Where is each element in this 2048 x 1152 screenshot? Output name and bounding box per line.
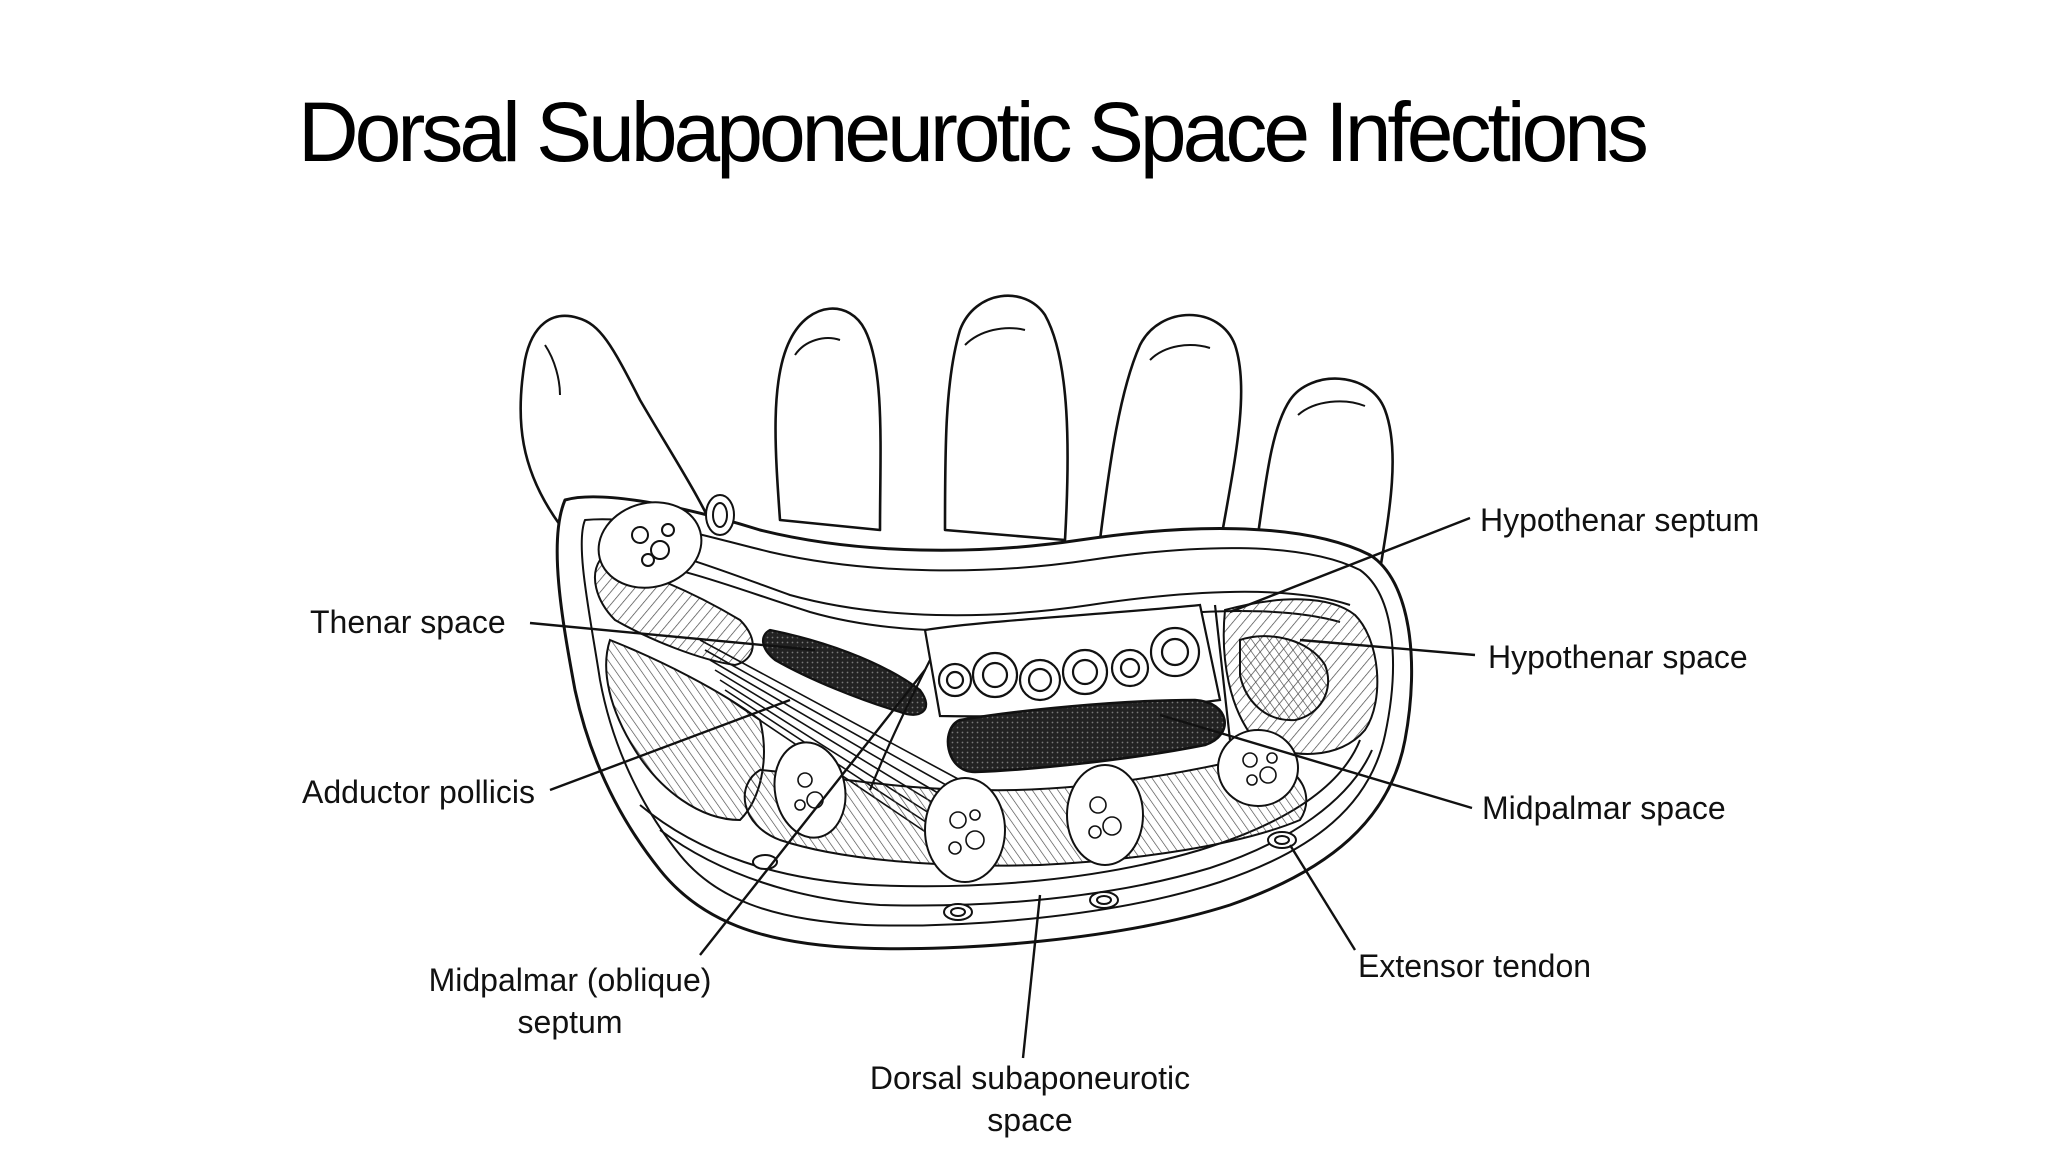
metacarpal-4 <box>1066 764 1144 866</box>
leader-thenar-space <box>529 621 816 652</box>
metacarpal-3 <box>924 777 1006 883</box>
thenar-muscles <box>594 494 765 822</box>
label-hypothenar-septum: Hypothenar septum <box>1480 502 1760 538</box>
hypothenar-septum-line <box>1213 604 1232 741</box>
midpalmar-space-region <box>946 698 1226 774</box>
label-extensor-tendon: Extensor tendon <box>1358 948 1592 984</box>
label-dorsal-subaponeurotic-line2: space <box>987 1101 1073 1138</box>
leader-hypothenar-space <box>1299 638 1476 657</box>
label-midpalmar-septum-line2: septum <box>517 1003 623 1040</box>
leader-dorsal-subaponeurotic <box>1021 894 1042 1059</box>
metacarpal-2 <box>773 741 847 839</box>
label-dorsal-subaponeurotic-line1: Dorsal subaponeurotic <box>869 1060 1191 1096</box>
interosseous-muscles <box>743 729 1308 883</box>
slide-title: Dorsal Subaponeurotic Space Infections <box>298 85 1649 179</box>
leader-midpalmar-space <box>1159 713 1473 810</box>
leader-lines <box>529 516 1476 1059</box>
thenar-space-region <box>762 628 928 716</box>
label-dorsal-subaponeurotic-space: Dorsal subaponeurotic space <box>840 1058 1220 1141</box>
thumb <box>519 314 720 542</box>
flexor-tendons <box>923 603 1222 718</box>
leader-adductor-pollicis <box>549 698 791 792</box>
middle-finger <box>943 294 1069 542</box>
little-finger <box>1253 377 1394 572</box>
hypothenar-muscles <box>1222 598 1379 755</box>
label-thenar-space: Thenar space <box>310 604 506 640</box>
label-midpalmar-space: Midpalmar space <box>1482 790 1726 826</box>
ring-finger <box>1098 313 1243 547</box>
metacarpal-5 <box>1217 729 1299 807</box>
index-finger <box>774 307 882 532</box>
tendon-circles <box>937 626 1201 702</box>
label-midpalmar-septum: Midpalmar (oblique) septum <box>405 960 735 1043</box>
fingers <box>519 294 1394 572</box>
leader-extensor-tendon <box>1288 844 1357 951</box>
label-midpalmar-septum-line1: Midpalmar (oblique) <box>428 962 712 998</box>
leader-midpalmar-septum <box>699 669 926 956</box>
label-hypothenar-space: Hypothenar space <box>1488 639 1748 675</box>
label-adductor-pollicis: Adductor pollicis <box>302 774 535 810</box>
leader-hypothenar-septum <box>1229 516 1471 614</box>
